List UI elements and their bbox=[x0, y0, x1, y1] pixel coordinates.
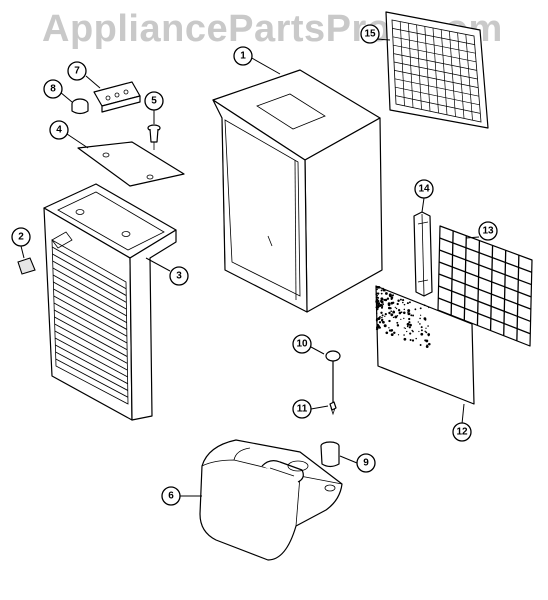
callout-14-label: 14 bbox=[418, 184, 430, 195]
part-2-label bbox=[17, 257, 36, 275]
callout-11: 11 bbox=[292, 399, 312, 419]
part-7-control-strip bbox=[93, 81, 141, 113]
callout-9-label: 9 bbox=[363, 458, 369, 469]
callout-7-label: 7 bbox=[74, 66, 80, 77]
callout-3: 3 bbox=[169, 266, 189, 286]
callout-4: 4 bbox=[49, 120, 69, 140]
part-15-grille bbox=[385, 11, 489, 129]
part-1-cabinet bbox=[212, 69, 383, 313]
callout-14: 14 bbox=[414, 179, 434, 199]
callout-4-label: 4 bbox=[56, 125, 62, 136]
callout-13-label: 13 bbox=[482, 226, 494, 237]
callout-1-label: 1 bbox=[240, 51, 246, 62]
callout-6-label: 6 bbox=[168, 491, 174, 502]
callout-8-label: 8 bbox=[50, 84, 56, 95]
part-11-clip bbox=[329, 401, 337, 411]
callout-6: 6 bbox=[161, 486, 181, 506]
part-13-wire-grid bbox=[437, 225, 533, 347]
part-9-float bbox=[320, 441, 340, 468]
callout-2-label: 2 bbox=[18, 232, 24, 243]
part-12-filter-pad bbox=[375, 285, 475, 405]
callout-10: 10 bbox=[292, 334, 312, 354]
callout-13: 13 bbox=[478, 221, 498, 241]
callout-11-label: 11 bbox=[297, 404, 308, 415]
part-14-bracket bbox=[413, 211, 433, 297]
part-4-panel bbox=[77, 141, 185, 187]
callout-2: 2 bbox=[11, 227, 31, 247]
callout-7: 7 bbox=[67, 61, 87, 81]
callout-15: 15 bbox=[360, 24, 380, 44]
callout-12: 12 bbox=[452, 422, 472, 442]
callout-5: 5 bbox=[144, 91, 164, 111]
callout-10-label: 10 bbox=[296, 339, 308, 350]
callout-8: 8 bbox=[43, 79, 63, 99]
callout-5-label: 5 bbox=[151, 96, 157, 107]
callout-9: 9 bbox=[356, 453, 376, 473]
callout-3-label: 3 bbox=[176, 271, 182, 282]
callout-12-label: 12 bbox=[456, 427, 468, 438]
callout-1: 1 bbox=[233, 46, 253, 66]
part-5-fastener bbox=[147, 124, 161, 150]
part-3-front-panel bbox=[43, 183, 177, 421]
part-6-water-bucket bbox=[199, 439, 343, 561]
callout-15-label: 15 bbox=[364, 29, 376, 40]
part-10-float-rod bbox=[325, 350, 341, 416]
part-8-knob bbox=[71, 98, 89, 115]
